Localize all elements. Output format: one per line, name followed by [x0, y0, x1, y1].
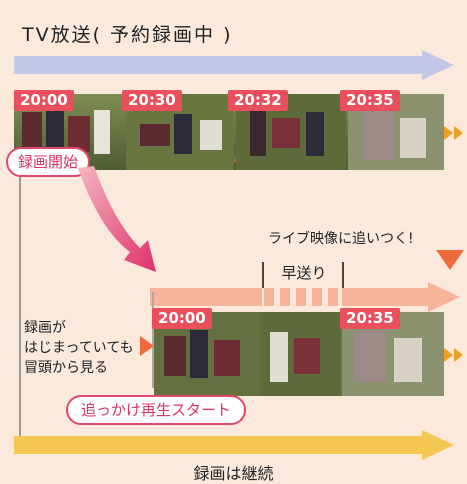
fast-forward-line1: 早送り [281, 264, 327, 282]
timeline-line [19, 170, 21, 438]
curved-arrow-icon [78, 166, 156, 272]
time-label-top-3: 20:32 [228, 90, 288, 111]
watch-note-line2: はじまっていても [24, 340, 134, 356]
playback-band [150, 282, 460, 312]
play-arrows-icon-top [444, 126, 463, 140]
right-arrow-icon [140, 336, 154, 356]
fast-forward-tick-right [342, 262, 344, 300]
watch-note-line3: 冒頭から見る [24, 360, 108, 376]
time-label-top-2: 20:30 [122, 90, 182, 111]
chase-play-badge: 追っかけ再生スタート [66, 395, 246, 425]
time-label-top-1: 20:00 [14, 90, 74, 111]
continue-recording-label: 録画は継続 [193, 464, 274, 483]
live-broadcast-band [14, 50, 454, 80]
play-arrows-icon-bottom [444, 348, 463, 362]
watch-note-line1: 録画が [24, 320, 66, 336]
recording-band [14, 430, 454, 460]
fast-forward-tick-left [262, 262, 264, 300]
playback-start-line [152, 292, 154, 388]
catch-up-label: ライブ映像に追いつく! [268, 231, 414, 247]
record-start-badge: 録画開始 [6, 147, 90, 177]
time-label-top-4: 20:35 [340, 90, 400, 111]
down-arrow-icon [436, 250, 464, 270]
watch-from-beginning-note: 録画が はじまっていても 冒頭から見る [24, 318, 134, 378]
time-label-bottom-1: 20:00 [152, 308, 212, 329]
broadcast-title: TV放送( 予約録画中 ) [22, 24, 233, 46]
time-label-bottom-2: 20:35 [340, 308, 400, 329]
